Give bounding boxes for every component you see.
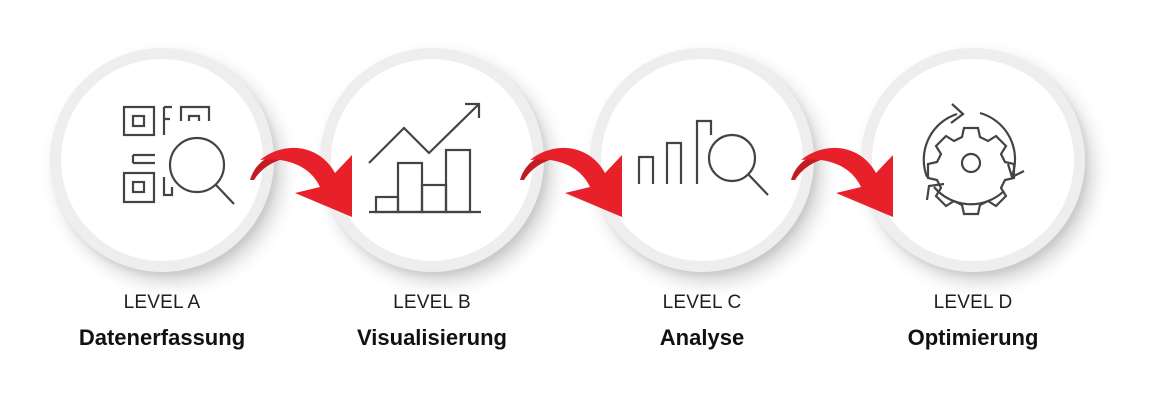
step-level-label: LEVEL C (662, 292, 742, 313)
step-circle (590, 48, 814, 272)
step-title: Optimierung (907, 325, 1039, 350)
step-title: Datenerfassung (78, 325, 246, 350)
step-level-label: LEVEL D (933, 292, 1013, 313)
step-level-a: LEVEL A Datenerfassung (32, 0, 292, 402)
qr-code-search-icon (61, 59, 263, 261)
step-title: Visualisierung (357, 325, 507, 350)
step-title: Analyse (659, 325, 745, 350)
step-level-label: LEVEL B (393, 292, 471, 313)
flow-arrow-a-to-b (240, 125, 370, 225)
bar-chart-magnifier-icon (601, 59, 803, 261)
step-circle (861, 48, 1085, 272)
step-circle (320, 48, 544, 272)
step-level-b: LEVEL B Visualisierung (302, 0, 562, 402)
gear-cycle-icon (872, 59, 1074, 261)
step-level-label: LEVEL A (123, 292, 201, 313)
flow-arrow-b-to-c (510, 125, 640, 225)
step-level-d: LEVEL D Optimierung (843, 0, 1103, 402)
growth-bar-chart-icon (331, 59, 533, 261)
step-circle (50, 48, 274, 272)
flow-arrow-c-to-d (781, 125, 911, 225)
step-level-c: LEVEL C Analyse (572, 0, 832, 402)
